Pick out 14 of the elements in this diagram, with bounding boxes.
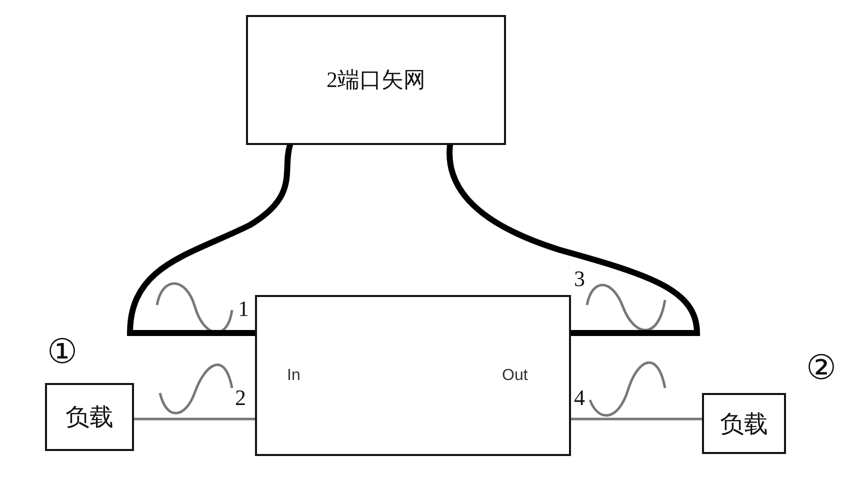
port-number: 2 [235, 387, 246, 409]
output-label: Out [502, 367, 528, 385]
connector-line [571, 418, 702, 420]
analyzer-box: 2端口矢网 [246, 15, 506, 145]
port-marker: ① [47, 336, 77, 370]
port-number: 3 [574, 268, 585, 290]
connector-line [134, 418, 255, 420]
device-box [255, 295, 571, 456]
port-number: 1 [238, 298, 249, 320]
port-number: 4 [574, 387, 585, 409]
port-marker: ② [806, 352, 836, 386]
input-label: In [287, 367, 300, 385]
load-box: 负载 [702, 393, 786, 454]
load-box: 负载 [45, 383, 134, 451]
